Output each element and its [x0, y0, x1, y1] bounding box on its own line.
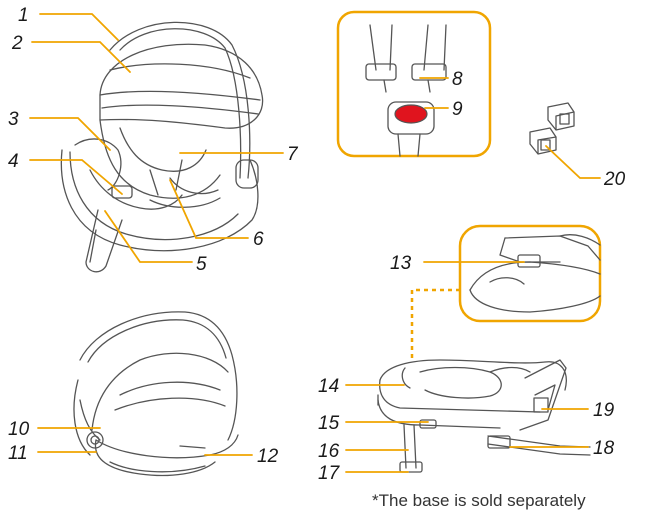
car-seat-front-illustration: [60, 21, 264, 273]
isofix-base-illustration: [377, 359, 591, 473]
buckle-release-button: [394, 104, 428, 124]
leader-4: [29, 159, 123, 195]
base-sold-separately-note: *The base is sold separately: [372, 491, 586, 510]
leader-lines: [29, 13, 601, 473]
label-4: 4: [8, 151, 19, 172]
leader-20: [545, 145, 601, 179]
leader-1: [39, 13, 119, 41]
label-12: 12: [257, 446, 279, 467]
base-zoom-inset: [458, 224, 602, 323]
part-number-labels: 1 2 3 4 5 6 7 8 9 10 11 12 13 14 15 16 1…: [8, 5, 626, 484]
label-17: 17: [318, 463, 341, 484]
label-10: 10: [8, 419, 30, 440]
label-19: 19: [593, 400, 615, 421]
label-8: 8: [452, 69, 463, 90]
label-20: 20: [603, 169, 626, 190]
label-13: 13: [390, 253, 412, 274]
leader-5: [104, 210, 193, 263]
label-11: 11: [8, 443, 28, 464]
label-5: 5: [196, 254, 207, 275]
label-14: 14: [318, 376, 339, 397]
car-seat-back-illustration: [73, 311, 239, 477]
harness-buckle-inset: [336, 10, 492, 158]
label-9: 9: [452, 99, 463, 120]
label-6: 6: [253, 229, 264, 250]
leader-2: [31, 41, 131, 73]
label-3: 3: [8, 109, 19, 130]
leader-6: [169, 179, 249, 239]
label-2: 2: [11, 33, 23, 54]
label-1: 1: [18, 5, 29, 26]
isofix-guide-illustration: [529, 102, 575, 155]
label-18: 18: [593, 438, 615, 459]
label-16: 16: [318, 441, 340, 462]
inset-connector-dotted: [410, 288, 460, 362]
leader-3: [29, 117, 111, 151]
label-7: 7: [287, 144, 299, 165]
label-15: 15: [318, 413, 340, 434]
